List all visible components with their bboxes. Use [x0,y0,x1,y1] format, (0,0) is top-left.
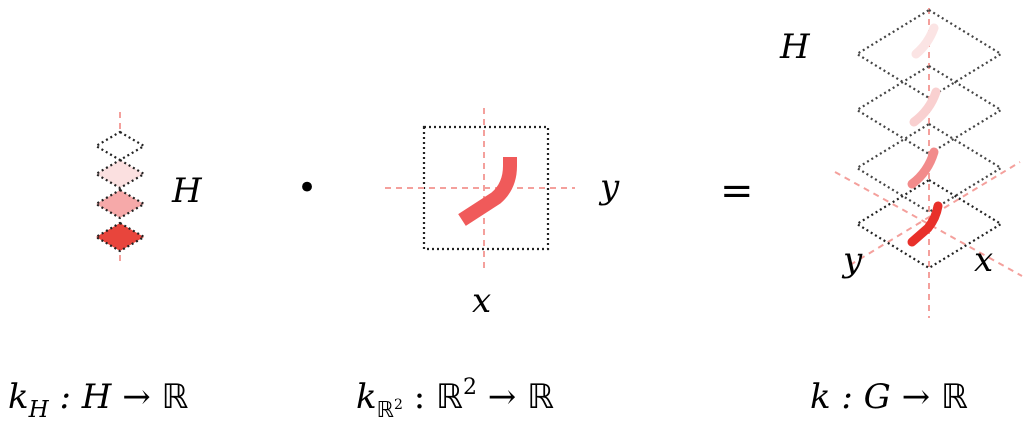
left-caption-sub: H [28,397,50,423]
equals-sign: = [720,168,754,214]
middle-caption-bb2: ℝ [527,377,554,417]
g-plane-4 [854,178,1004,270]
g-kernel-stroke-3 [907,147,939,189]
middle-caption-bb1: ℝ [436,377,463,417]
r2-kernel-stroke [458,157,517,226]
r2-axis-x-label: x [472,281,491,321]
g-kernel-stroke-1 [911,23,939,59]
h-diamond-1 [93,130,147,162]
right-caption-main: k : G → [810,377,941,417]
left-caption-k: k [8,377,29,417]
middle-caption-subsup: 2 [394,397,403,413]
right-caption: k : G → ℝ [810,377,968,417]
left-caption-rest: : H → [49,377,162,417]
h-kernel-group: H [93,112,203,262]
middle-caption-arrow: → [477,377,527,417]
g-kernel-group: H y x [779,8,1023,318]
g-plane-1 [854,8,1004,100]
middle-caption: kℝ2 : ℝ2 → ℝ [356,375,554,423]
right-caption-bb: ℝ [941,377,968,417]
middle-caption-sep: : [403,377,436,417]
h-label: H [171,171,203,211]
g-kernel-stroke-2 [909,87,941,127]
operator-dot: • [297,168,317,208]
h-diamond-3 [93,188,147,220]
h-diamond-4 [93,221,147,253]
middle-caption-sub: ℝ [377,398,394,423]
g-axis-y-label: y [841,240,863,280]
r2-axis-y-label: y [598,167,620,207]
middle-caption-sup: 2 [463,375,477,400]
g-kernel-stroke-4 [907,201,943,247]
middle-caption-k: k [356,377,377,417]
g-plane-2 [854,64,1004,156]
g-h-label: H [779,27,811,67]
h-diamond-2 [93,158,147,190]
g-x-axis-dash [834,171,1023,277]
left-caption: kH : H → ℝ [8,377,189,423]
g-axis-x-label: x [974,240,993,280]
left-caption-bb: ℝ [162,377,189,417]
r2-kernel-group: x y [385,108,620,321]
g-plane-3 [854,122,1004,214]
